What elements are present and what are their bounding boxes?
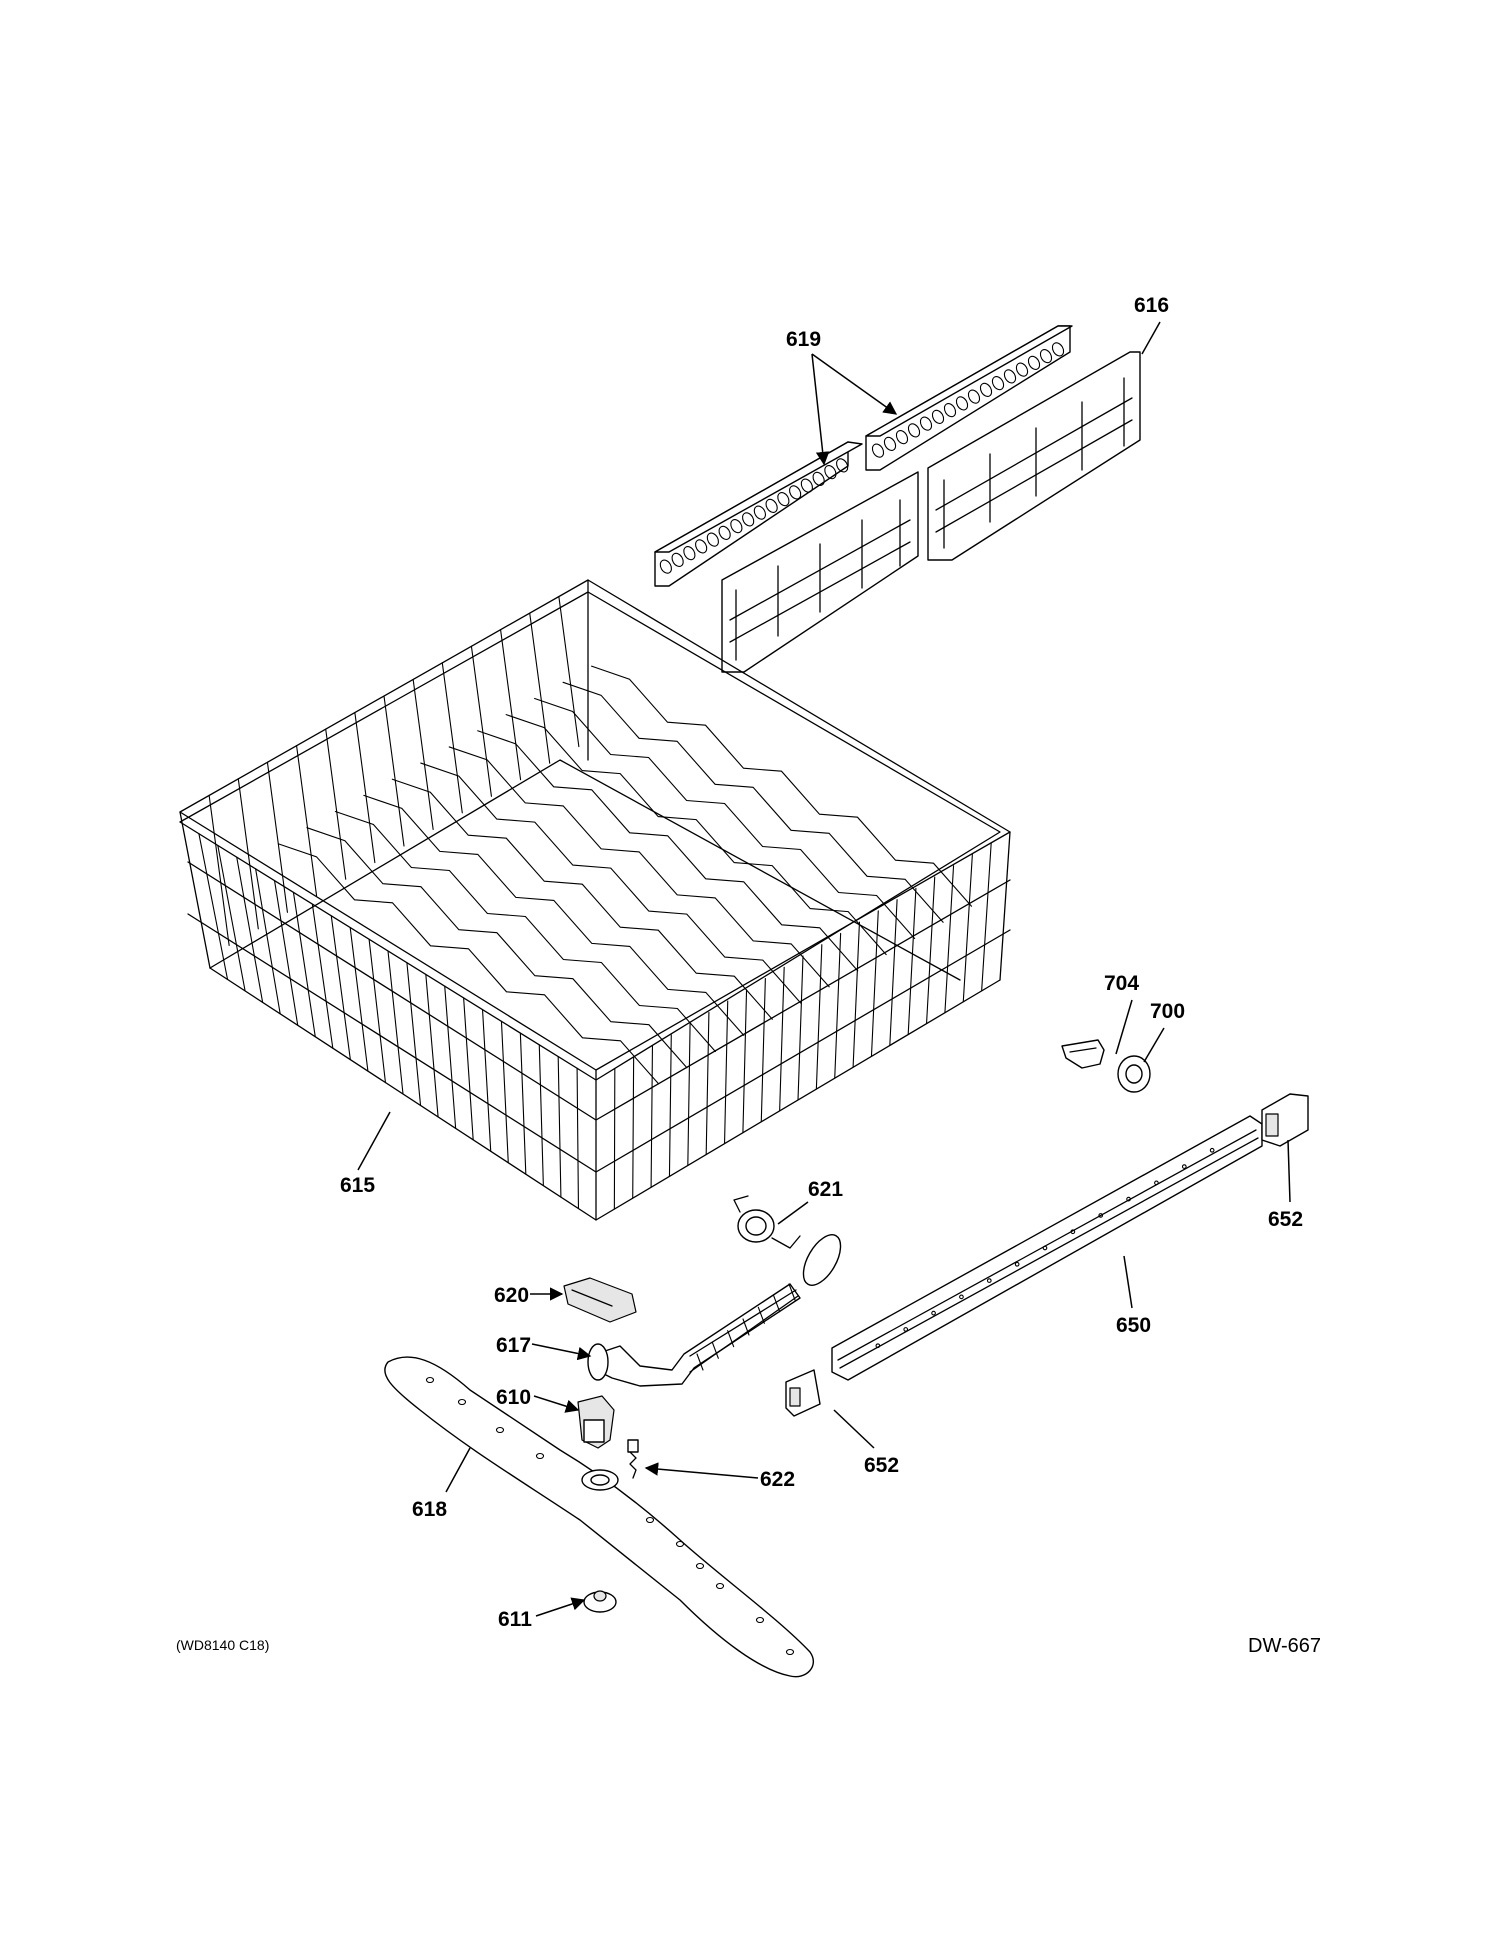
callout-616: 616 (1134, 294, 1169, 317)
callout-621: 621 (808, 1178, 843, 1201)
upper-rack-basket (179, 579, 1011, 1221)
rack-rail-650 (831, 1115, 1263, 1381)
callout-labels: 616 619 704 700 615 621 652 620 650 617 … (340, 294, 1303, 1631)
feed-tube-617 (587, 1234, 842, 1387)
cover-620 (563, 1277, 637, 1323)
callout-615: 615 (340, 1174, 375, 1197)
callout-611: 611 (498, 1608, 532, 1631)
callout-610: 610 (496, 1386, 531, 1409)
cap-611 (583, 1590, 617, 1613)
source-code-note: (WD8140 C18) (176, 1637, 269, 1653)
bracket-704 (1061, 1039, 1105, 1069)
clip-621 (733, 1195, 801, 1249)
callout-618: 618 (412, 1498, 447, 1521)
callout-622: 622 (760, 1468, 795, 1491)
callout-652-lower: 652 (864, 1454, 899, 1477)
callout-700: 700 (1150, 1000, 1185, 1023)
callout-617: 617 (496, 1334, 531, 1357)
callout-652-upper: 652 (1268, 1208, 1303, 1231)
tine-row-right (865, 325, 1073, 471)
tine-support-right (927, 351, 1141, 561)
rail-end-cap-bottom (785, 1369, 821, 1417)
diagram-id: DW-667 (1248, 1635, 1321, 1657)
callout-704: 704 (1104, 972, 1139, 995)
wheel-700 (1117, 1055, 1151, 1093)
spray-arm-618 (384, 1356, 815, 1678)
tine-support-left (721, 471, 919, 673)
callout-620: 620 (494, 1284, 529, 1307)
manifold-610 (577, 1395, 615, 1449)
leader-lines (357, 321, 1291, 1617)
tine-row-left (654, 441, 863, 587)
screw-622 (627, 1439, 639, 1479)
rail-end-cap-top (1261, 1093, 1309, 1147)
callout-619: 619 (786, 328, 821, 351)
callout-650: 650 (1116, 1314, 1151, 1337)
